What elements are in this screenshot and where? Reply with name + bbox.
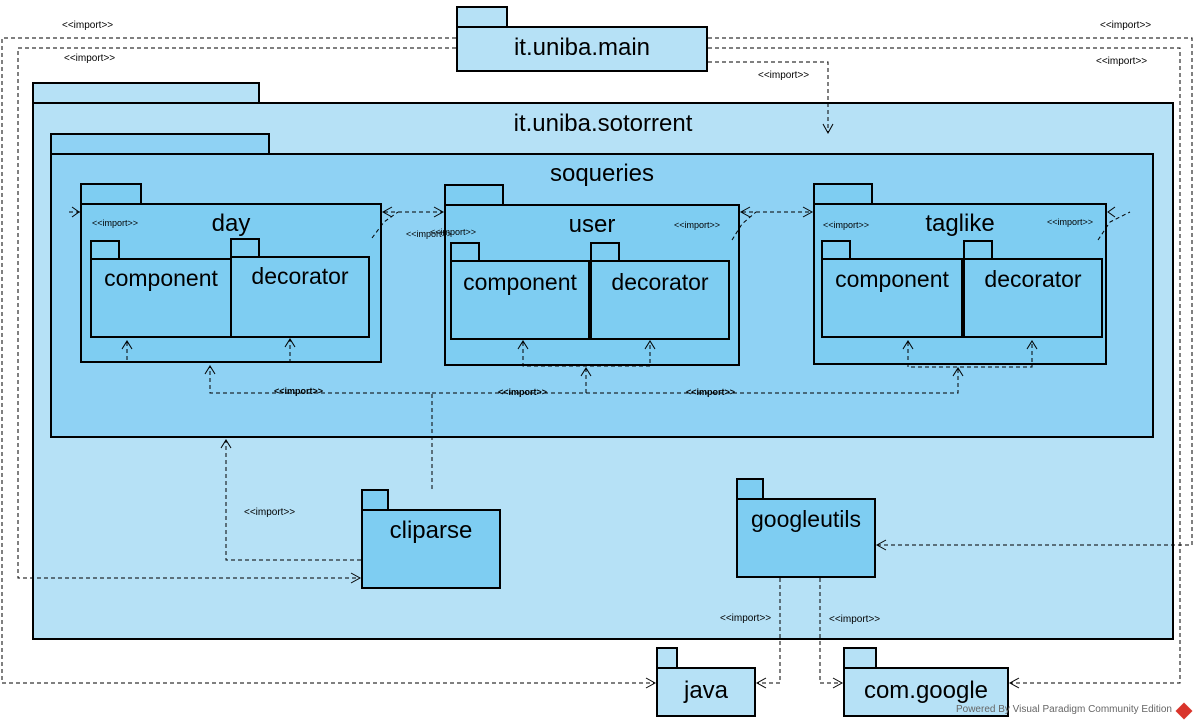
- arrowhead-soqueries: [220, 439, 232, 449]
- day-decorator-package[interactable]: decorator: [230, 256, 370, 338]
- arrowhead-sotorrent: [822, 123, 834, 135]
- dep-cliparse-soqueries: [225, 440, 361, 561]
- taglike-decorator-package[interactable]: decorator: [963, 258, 1103, 338]
- dep-taglike-self-right: [1097, 211, 1131, 241]
- footer-credit: Powered By Visual Paradigm Community Edi…: [955, 704, 1172, 715]
- import-label-cliparse-user: <<import>>: [498, 387, 548, 397]
- dep-day-self-right: [371, 211, 399, 239]
- arrowhead-googleutils: [875, 539, 887, 551]
- user-component-package[interactable]: component: [450, 260, 590, 340]
- arrowhead-googleutils-comgoogle: [832, 677, 844, 689]
- cliparse-package[interactable]: cliparse: [361, 509, 501, 589]
- dep-main-java: [1, 37, 654, 684]
- import-label-cliparse-day: <<import>>: [274, 386, 324, 396]
- arrowhead-taglike-decorator: [1026, 340, 1038, 350]
- import-label-main-right-top: <<import>>: [1100, 20, 1152, 31]
- sotorrent-package-name: it.uniba.sotorrent: [513, 110, 693, 137]
- day-package-name: day: [211, 210, 251, 237]
- arrowhead-cliparse: [350, 572, 362, 584]
- comgoogle-package-name: com.google: [863, 677, 989, 704]
- arrowhead-taglike-user: [739, 206, 751, 218]
- main-package-name: it.uniba.main: [513, 34, 651, 61]
- dep-taglike-bottom: [907, 342, 1033, 368]
- arrowhead-googleutils-java: [755, 677, 767, 689]
- arrowhead-user-component: [517, 340, 529, 350]
- day-decorator-name: decorator: [251, 263, 349, 289]
- import-label-taglike-right: <<import>>: [1047, 217, 1094, 227]
- taglike-package-name: taglike: [925, 210, 995, 237]
- import-label-cliparse-taglike: <<import>>: [686, 387, 736, 397]
- dep-googleutils-comgoogle: [819, 578, 841, 684]
- arrowhead-user-day: [381, 206, 393, 218]
- import-label-main-right: <<import>>: [1096, 56, 1148, 67]
- import-label-day-user: <<import>>: [406, 229, 453, 239]
- dep-user-self-right: [731, 211, 757, 241]
- java-package-name: java: [683, 677, 729, 704]
- arrowhead-day-pkg: [204, 365, 216, 375]
- import-label-cliparse-soqueries: <<import>>: [244, 507, 296, 518]
- arrowhead-user-pkg: [580, 367, 592, 377]
- arrowhead-day-left: [71, 206, 80, 218]
- arrowhead-taglike-pkg: [952, 367, 964, 377]
- import-label-user-right: <<import>>: [674, 220, 721, 230]
- java-package[interactable]: java: [656, 667, 756, 717]
- comgoogle-package[interactable]: com.google: [843, 667, 1009, 717]
- main-package[interactable]: it.uniba.main: [456, 26, 708, 72]
- dep-main-cliparse: [17, 47, 456, 579]
- dep-cliparse-day: [209, 366, 433, 489]
- arrowhead-user-taglike: [802, 206, 814, 218]
- taglike-decorator-name: decorator: [984, 266, 1082, 292]
- googleutils-package[interactable]: googleutils: [736, 498, 876, 578]
- user-decorator-package[interactable]: decorator: [590, 260, 730, 340]
- import-label-main-left-top: <<import>>: [62, 20, 114, 31]
- import-label-user-left: <<import>>: [430, 227, 477, 237]
- arrowhead-taglike-right: [1107, 206, 1116, 218]
- dep-main-sotorrent: [708, 61, 829, 132]
- googleutils-package-name: googleutils: [751, 506, 861, 532]
- arrowhead-day-decorator: [284, 338, 296, 348]
- arrowhead-java: [645, 677, 657, 689]
- user-component-name: component: [463, 269, 577, 295]
- dep-cliparse-taglike: [586, 368, 959, 394]
- import-label-day: <<import>>: [92, 218, 139, 228]
- taglike-component-package[interactable]: component: [821, 258, 963, 338]
- arrowhead-comgoogle: [1008, 677, 1020, 689]
- dep-user-bottom: [522, 342, 651, 367]
- arrowhead-day-user: [433, 206, 445, 218]
- day-component-package[interactable]: component: [90, 258, 232, 338]
- arrowhead-user-decorator: [644, 340, 656, 350]
- import-label-main-sotorrent: <<import>>: [758, 70, 810, 81]
- user-decorator-name: decorator: [611, 269, 709, 295]
- dep-main-googleutils: [708, 37, 1193, 546]
- cliparse-package-name: cliparse: [389, 517, 473, 544]
- user-package-name: user: [568, 211, 616, 238]
- dep-day-bottom: [126, 340, 291, 363]
- soqueries-package-name: soqueries: [549, 160, 655, 187]
- arrowhead-day-component: [121, 340, 133, 350]
- import-label-main-left: <<import>>: [64, 53, 116, 64]
- arrowhead-taglike-component: [902, 340, 914, 350]
- dep-googleutils-java: [758, 578, 781, 684]
- day-component-name: component: [104, 265, 218, 291]
- import-label-taglike-left: <<import>>: [823, 220, 870, 230]
- dep-main-comgoogle: [708, 47, 1181, 684]
- import-label-googleutils-comgoogle: <<import>>: [829, 614, 881, 625]
- import-label-googleutils-java: <<import>>: [720, 613, 772, 624]
- taglike-component-name: component: [835, 266, 949, 292]
